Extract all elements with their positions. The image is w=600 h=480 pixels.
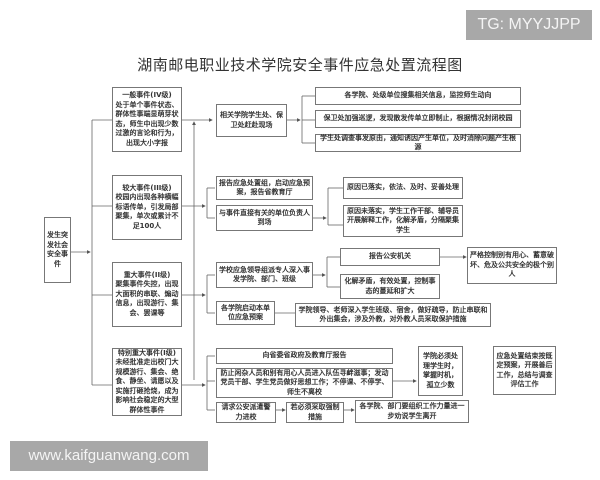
l3-leader-text: 与事件直接有关的单位负责人到场 bbox=[219, 208, 310, 227]
l2-resolve-text: 化解矛盾，有效处置，控制事态的蔓延和扩大 bbox=[344, 277, 436, 295]
level-1-desc: 未经批准走出校门大规模游行、集会、绝食、静坐、请愿以及实施打砸抢烧，成为影响社会… bbox=[115, 358, 179, 414]
l1-isolate-text: 学院必须处理学生时，掌握时机，孤立少数 bbox=[423, 352, 458, 389]
l3-outcome-1: 原因已落实，依法、及时、妥善处理 bbox=[343, 177, 463, 199]
l4-action-3: 学生处调查事发原由，通知诱因产生单位，及时消除问题产生根源 bbox=[315, 134, 521, 152]
l2-guidance-text: 学院领导、老师深入学生班级、宿舍，做好疏导，防止串联和外出集会，涉及外教，对外教… bbox=[298, 305, 488, 324]
level-2-box: 重大事件(II级)聚集事件失控，出现大面积的串联、煽动信息，出现游行、集会、罢课… bbox=[112, 262, 182, 327]
l4-action-2: 保卫处加强巡逻，发现散发传单立即制止，根据情况封闭校园 bbox=[315, 110, 521, 128]
level-4-desc: 处于单个事件状态、群体性事端显萌芽状态，师生中出现少数过激的言论和行为，出现大小… bbox=[115, 100, 179, 147]
l2-police-text: 报告公安机关 bbox=[369, 252, 411, 261]
l1-police-text: 请求公安派遣警力进校 bbox=[221, 403, 271, 421]
end-box: 应急处置结束按既定预案，开展善后工作，总结与调查评估工作 bbox=[493, 346, 556, 395]
l1-police-box: 请求公安派遣警力进校 bbox=[216, 402, 276, 423]
level-4-name: 一般事件(IV级) bbox=[122, 91, 172, 99]
level-2-desc: 聚集事件失控，出现大面积的串联、煽动信息，出现游行、集会、罢课等 bbox=[115, 280, 179, 317]
l1-report-box: 向省委省政府及教育厅报告 bbox=[216, 348, 393, 364]
level-2-name: 重大事件(II级) bbox=[123, 270, 171, 279]
l2-control-text: 严格控制别有用心、蓄意破坏、危及公共安全的极个别人 bbox=[470, 251, 554, 279]
l1-force-text: 若必须采取强制措施 bbox=[290, 403, 340, 421]
l3-report-box: 报告应急处置组，启动应急预案，报告省教育厅 bbox=[216, 176, 313, 200]
l4-action-2-text: 保卫处加强巡逻，发现散发传单立即制止，根据情况封闭校园 bbox=[323, 114, 513, 123]
l3-report-text: 报告应急处置组，启动应急预案，报告省教育厅 bbox=[219, 178, 310, 197]
level-4-box: 一般事件(IV级)处于单个事件状态、群体性事端显萌芽状态，师生中出现少数过激的言… bbox=[112, 87, 182, 152]
l2-plan-box: 各学院启动本单位应急预案 bbox=[216, 301, 275, 325]
level-1-name: 特别重大事件(I级) bbox=[117, 348, 176, 357]
l1-prevent-text: 防止闲杂人员和别有用心人员进入队伍寻衅滋事；发动党员干部、学生党员做好思想工作；… bbox=[220, 368, 389, 396]
l4-arrive-text: 相关学院学生处、保卫处赶赴现场 bbox=[220, 111, 283, 129]
page-title: 湖南邮电职业技术学院安全事件应急处置流程图 bbox=[137, 56, 463, 74]
l2-resolve-box: 化解矛盾，有效处置，控制事态的蔓延和扩大 bbox=[340, 274, 440, 299]
l3-outcome-1-text: 原因已落实，依法、及时、妥善处理 bbox=[347, 183, 459, 192]
end-text: 应急处置结束按既定预案，开展善后工作，总结与调查评估工作 bbox=[496, 351, 553, 389]
level-3-name: 较大事件(III级) bbox=[122, 183, 172, 192]
l2-plan-text: 各学院启动本单位应急预案 bbox=[221, 303, 270, 322]
l1-prevent-box: 防止闲杂人员和别有用心人员进入队伍寻衅滋事；发动党员干部、学生党员做好思想工作；… bbox=[216, 368, 393, 398]
l1-force-box: 若必须采取强制措施 bbox=[286, 402, 344, 423]
l1-isolate-box: 学院必须处理学生时，掌握时机，孤立少数 bbox=[418, 346, 463, 396]
l3-outcome-2-text: 原因未落实，学生工作干部、辅导员开展解释工作，化解矛盾，分隔聚集学生 bbox=[347, 206, 459, 234]
level-1-box: 特别重大事件(I级)未经批准走出校门大规模游行、集会、绝食、静坐、请愿以及实施打… bbox=[112, 348, 182, 416]
l2-leader-box: 学校应急领导组派专人深入事发学院、部门、班级 bbox=[216, 262, 313, 288]
l2-police-box: 报告公安机关 bbox=[340, 248, 440, 266]
l4-action-3-text: 学生处调查事发原由，通知诱因产生单位，及时消除问题产生根源 bbox=[320, 133, 516, 152]
l4-arrive-box: 相关学院学生处、保卫处赶赴现场 bbox=[216, 104, 287, 137]
l1-report-text: 向省委省政府及教育厅报告 bbox=[262, 351, 347, 360]
l3-outcome-2: 原因未落实，学生工作干部、辅导员开展解释工作，化解矛盾，分隔聚集学生 bbox=[343, 205, 463, 237]
l2-control-box: 严格控制别有用心、蓄意破坏、危及公共安全的极个别人 bbox=[467, 247, 557, 284]
watermark-bottom: www.kaifguanwang.com bbox=[10, 441, 208, 471]
l4-action-1-text: 各学院、处级单位搜集相关信息，监控师生动向 bbox=[344, 91, 492, 100]
l1-persuade-text: 各学院、部门要组织工作力量进一步劝说学生离开 bbox=[359, 402, 465, 420]
watermark-top: TG: MYYJJPP bbox=[466, 10, 592, 40]
l2-leader-text: 学校应急领导组派专人深入事发学院、部门、班级 bbox=[219, 265, 310, 284]
l1-persuade-box: 各学院、部门要组织工作力量进一步劝说学生离开 bbox=[355, 400, 469, 423]
l3-leader-box: 与事件直接有关的单位负责人到场 bbox=[216, 205, 313, 231]
level-3-box: 较大事件(III级)校园内出现各种横幅标语传单，引发局部聚集，单次或累计不足10… bbox=[112, 175, 182, 240]
l4-action-1: 各学院、处级单位搜集相关信息，监控师生动向 bbox=[315, 87, 521, 105]
start-event-box: 发生突发社会安全事件 bbox=[44, 217, 71, 283]
start-event-text: 发生突发社会安全事件 bbox=[47, 231, 68, 268]
l2-guidance-box: 学院领导、老师深入学生班级、宿舍，做好疏导，防止串联和外出集会，涉及外教，对外教… bbox=[295, 303, 491, 327]
level-3-desc: 校园内出现各种横幅标语传单，引发局部聚集，单次或累计不足100人 bbox=[115, 193, 179, 230]
